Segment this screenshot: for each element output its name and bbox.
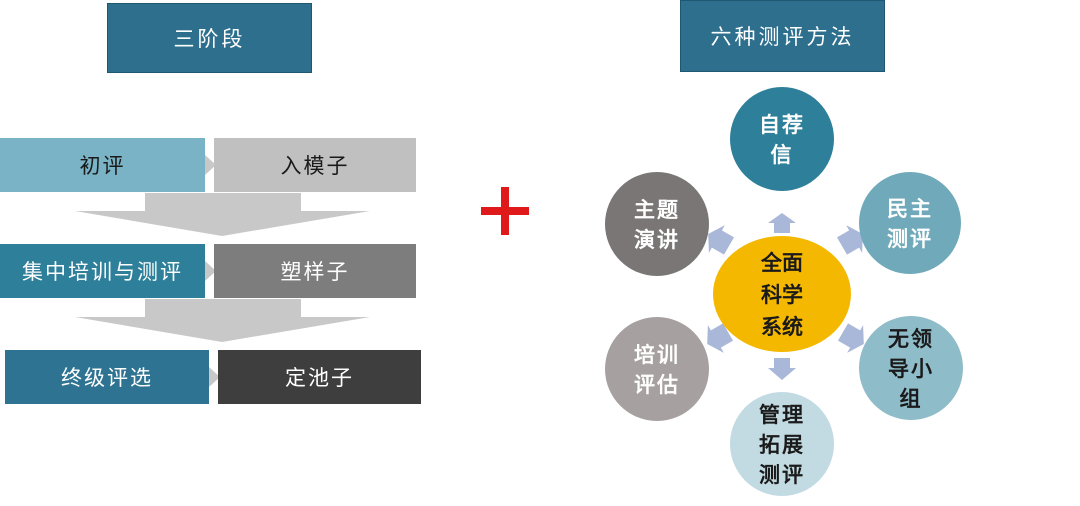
stage-3-arrow-icon bbox=[209, 367, 220, 387]
chevron-down-icon bbox=[75, 299, 370, 342]
method-circle-zijianxin: 自荐信 bbox=[730, 87, 834, 191]
method-label-line: 演讲 bbox=[634, 227, 680, 252]
stage-2-arrow-icon bbox=[205, 261, 216, 281]
stage-3-result: 定池子 bbox=[218, 350, 421, 404]
method-label-line: 组 bbox=[900, 386, 923, 411]
method-label-line: 信 bbox=[771, 142, 794, 167]
arrow-down-icon bbox=[768, 358, 796, 380]
method-label-line: 导小 bbox=[888, 356, 934, 381]
stage-2-label: 集中培训与测评 bbox=[0, 244, 205, 298]
arrow-left-down-icon bbox=[707, 323, 733, 353]
arrow-left-up-icon bbox=[708, 225, 734, 255]
arrow-right-up-icon bbox=[837, 225, 863, 255]
chevron-down-icon bbox=[75, 193, 370, 236]
method-label-line: 测评 bbox=[887, 226, 933, 251]
method-label-line: 自荐 bbox=[759, 112, 805, 137]
center-line-1: 全面 bbox=[760, 250, 803, 275]
stage-3-label: 终级评选 bbox=[5, 350, 209, 404]
stage-2-result: 塑样子 bbox=[214, 244, 416, 298]
stages-header: 三阶段 bbox=[107, 3, 312, 73]
stage-1-result: 入模子 bbox=[214, 138, 416, 192]
method-label-line: 无领 bbox=[888, 326, 934, 351]
methods-header: 六种测评方法 bbox=[680, 0, 885, 72]
method-label-line: 拓展 bbox=[759, 432, 805, 457]
center-line-2: 科学 bbox=[761, 282, 803, 307]
center-line-3: 系统 bbox=[761, 314, 803, 339]
method-label-line: 测评 bbox=[759, 462, 805, 487]
arrow-up-icon bbox=[768, 213, 796, 233]
arrow-right-down-icon bbox=[838, 323, 864, 353]
stage-1-arrow-icon bbox=[205, 155, 216, 175]
method-label-line: 管理 bbox=[759, 402, 805, 427]
center-ellipse: 全面 科学 系统 bbox=[713, 236, 851, 352]
method-label-line: 培训 bbox=[634, 342, 680, 367]
method-label-line: 民主 bbox=[887, 196, 933, 221]
method-label-line: 评估 bbox=[634, 372, 680, 397]
method-label-line: 主题 bbox=[634, 197, 680, 222]
stage-1-label: 初评 bbox=[0, 138, 205, 192]
plus-icon bbox=[481, 187, 529, 235]
